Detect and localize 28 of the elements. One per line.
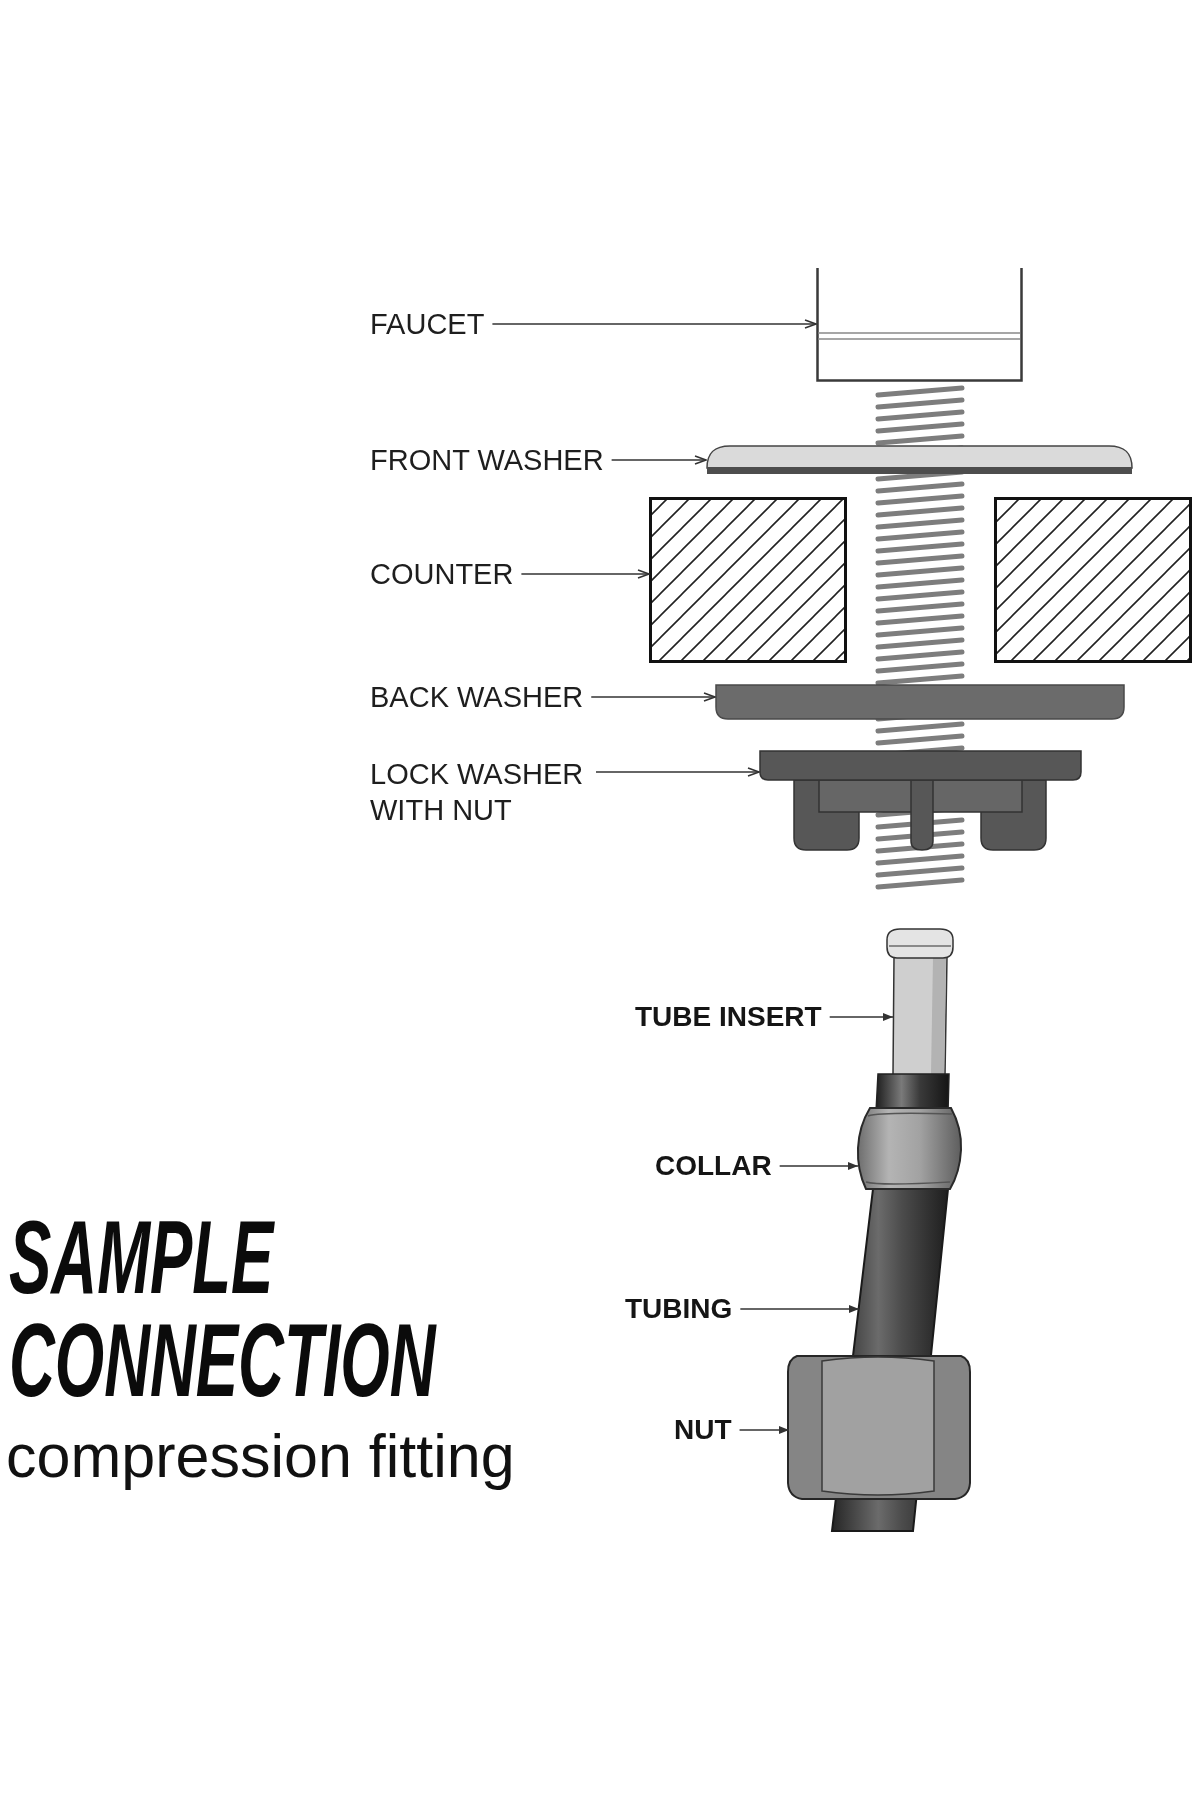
tube-insert	[884, 926, 956, 1076]
subtitle-text: compression fitting	[6, 1421, 515, 1492]
leader-line	[595, 767, 760, 777]
washer	[715, 684, 1125, 720]
part-label: FAUCET	[370, 306, 485, 342]
lock-washer-nut	[759, 750, 1082, 851]
leader-line	[738, 1426, 790, 1434]
leader-line	[520, 569, 650, 579]
part-label: BACK WASHER	[370, 679, 584, 715]
leader-line	[491, 319, 817, 329]
leader-line	[590, 692, 716, 702]
hatched-counter-section	[649, 497, 1192, 663]
leader-line	[610, 455, 707, 465]
hex-nut	[786, 1352, 972, 1502]
leader-line	[778, 1162, 859, 1170]
part-label: TUBING	[625, 1291, 733, 1327]
part-label: FRONT WASHER	[370, 442, 604, 478]
part-label: COUNTER	[370, 556, 514, 592]
washer	[706, 444, 1133, 475]
part-label: LOCK WASHER WITH NUT	[370, 756, 588, 828]
collar	[856, 1072, 964, 1192]
leader-line	[739, 1305, 860, 1313]
leader-line	[828, 1013, 894, 1021]
part-label: NUT	[674, 1412, 732, 1448]
title-heading: SAMPLE CONNECTION	[9, 1206, 436, 1412]
part-label: TUBE INSERT	[635, 999, 822, 1035]
faucet-body	[816, 268, 1023, 382]
part-label: COLLAR	[655, 1148, 772, 1184]
